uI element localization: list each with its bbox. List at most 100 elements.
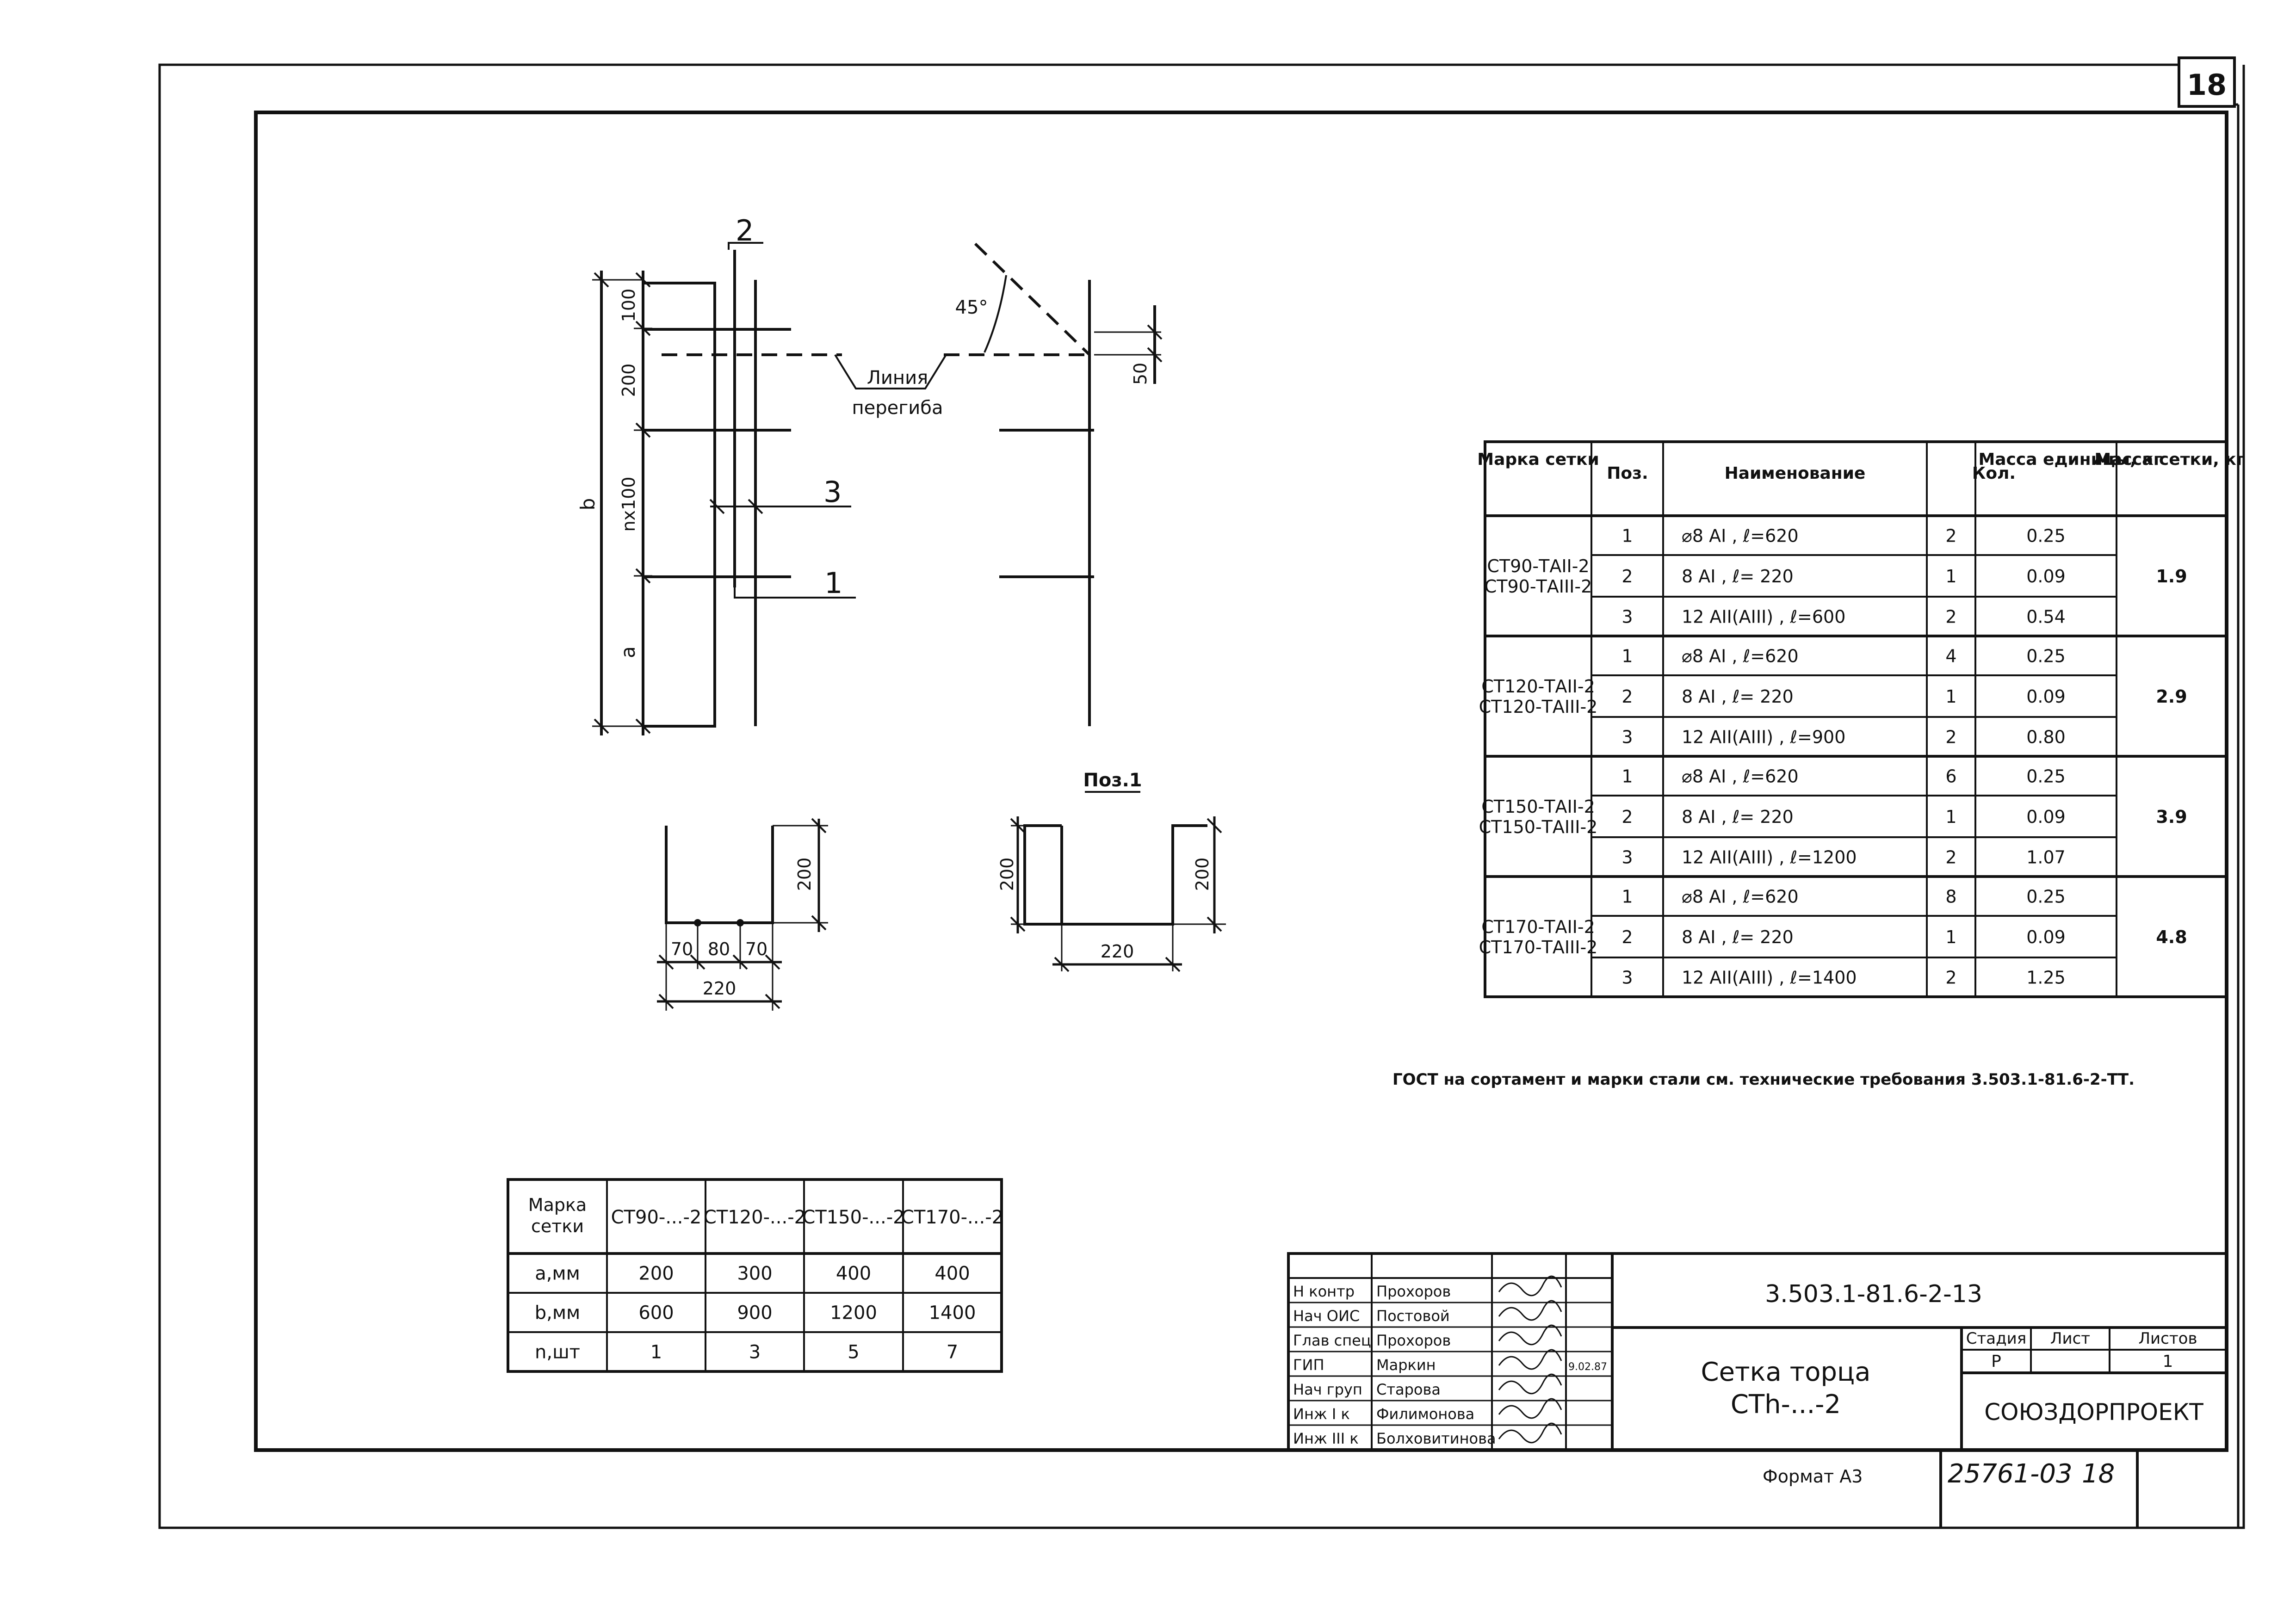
- param-header-mark: Марка: [528, 1195, 587, 1215]
- spec-pos: 3: [1621, 727, 1633, 747]
- spec-qty: 1: [1945, 686, 1956, 707]
- svg-text:a: a: [617, 646, 639, 658]
- signature-name: Прохоров: [1376, 1332, 1451, 1349]
- svg-text:80: 80: [708, 939, 730, 959]
- spec-qty: 8: [1945, 887, 1956, 907]
- handwritten-signature: [1498, 1398, 1562, 1419]
- spec-header-unit-mass: Масса единицы, кг: [1978, 450, 2162, 469]
- bottom-strip: [1939, 1450, 2139, 1528]
- spec-name: 8 AI , ℓ= 220: [1682, 566, 1794, 587]
- drawing-code: 3.503.1-81.6-2-13: [1765, 1280, 1982, 1308]
- format-label: Формат А3: [1763, 1466, 1863, 1487]
- spec-mark: СТ150-ТАIII-2: [1479, 817, 1598, 837]
- spec-name: ⌀8 AI , ℓ=620: [1682, 887, 1799, 907]
- spec-qty: 6: [1945, 766, 1956, 787]
- spec-unit-mass: 0.09: [2026, 807, 2066, 827]
- spec-unit-mass: 0.09: [2026, 927, 2066, 947]
- spec-unit-mass: 1.07: [2026, 847, 2066, 868]
- signature-name: Старова: [1376, 1381, 1441, 1398]
- spec-qty: 2: [1945, 847, 1956, 868]
- spec-name: 8 AI , ℓ= 220: [1682, 927, 1794, 947]
- param-cell: 200: [638, 1263, 674, 1284]
- signature-name: Прохоров: [1376, 1283, 1451, 1300]
- spec-unit-mass: 0.80: [2026, 727, 2066, 747]
- spec-pos: 3: [1621, 847, 1633, 868]
- signature-role: Н контр: [1293, 1283, 1355, 1300]
- signature-role: Глав спец: [1293, 1332, 1371, 1349]
- detail-left: [657, 818, 828, 1011]
- signature-name: Постовой: [1376, 1307, 1450, 1325]
- param-cell: 7: [947, 1342, 958, 1363]
- param-header-cell: СТ150-...-2: [802, 1207, 904, 1228]
- spec-qty: 2: [1945, 607, 1956, 627]
- svg-text:nx100: nx100: [619, 476, 639, 531]
- spec-header-pos: Поз.: [1607, 464, 1648, 483]
- svg-text:220: 220: [1101, 941, 1134, 962]
- spec-pos: 2: [1621, 807, 1633, 827]
- spec-name: 12 AII(AIII) , ℓ=1400: [1682, 968, 1857, 988]
- spec-pos: 2: [1621, 927, 1633, 947]
- param-cell: 300: [737, 1263, 772, 1284]
- spec-pos: 1: [1621, 646, 1633, 667]
- spec-qty: 1: [1945, 927, 1956, 947]
- svg-text:70: 70: [745, 939, 767, 959]
- drawing-subtitle: СТh-...-2: [1731, 1389, 1841, 1420]
- spec-mark: СТ170-ТАIII-2: [1479, 937, 1598, 957]
- param-cell: n,шт: [535, 1342, 580, 1363]
- param-header-cell: СТ90-...-2: [611, 1207, 702, 1228]
- svg-text:b: b: [576, 498, 599, 511]
- spec-mark: СТ170-ТАII-2: [1481, 917, 1595, 937]
- drawing-title: Сетка торца: [1701, 1357, 1871, 1387]
- spec-pos: 2: [1621, 566, 1633, 587]
- spec-name: ⌀8 AI , ℓ=620: [1682, 646, 1799, 667]
- archive-number: 25761-03: [1948, 1459, 2073, 1489]
- spec-unit-mass: 0.25: [2026, 646, 2066, 667]
- param-cell: 400: [934, 1263, 970, 1284]
- spec-table: Марка сетки Поз. Наименование Кол. Масса…: [1477, 440, 2245, 998]
- spec-qty: 4: [1945, 646, 1956, 667]
- svg-text:200: 200: [794, 858, 815, 891]
- detail-left-labels: 200 70 80 70 220: [671, 858, 815, 999]
- svg-text:70: 70: [671, 939, 693, 959]
- spec-mark: СТ150-ТАII-2: [1481, 797, 1595, 817]
- spec-name: 8 AI , ℓ= 220: [1682, 807, 1794, 827]
- organization-name: СОЮЗДОРПРОЕКТ: [1984, 1399, 2203, 1426]
- sheet-number: 18: [2187, 68, 2227, 102]
- handwritten-signature: [1498, 1373, 1562, 1395]
- spec-table-header: Марка сетки Поз. Наименование Кол. Масса…: [1477, 450, 2245, 483]
- svg-text:45°: 45°: [955, 297, 988, 318]
- handwritten-signature: [1498, 1324, 1562, 1346]
- spec-mark: СТ90-ТАIII-2: [1485, 576, 1592, 597]
- param-cell: 1200: [830, 1303, 877, 1324]
- param-header-cell: СТ120-...-2: [704, 1207, 806, 1228]
- elevation-labels: 100 200 nx100 a b 50 45° Линия перегиба …: [576, 214, 1151, 658]
- spec-unit-mass: 0.25: [2026, 526, 2066, 546]
- spec-mark: СТ120-ТАII-2: [1481, 676, 1595, 697]
- signature-role: ГИП: [1293, 1356, 1324, 1374]
- detail-pos1: [1010, 791, 1226, 972]
- spec-name: ⌀8 AI , ℓ=620: [1682, 526, 1799, 546]
- svg-text:100: 100: [619, 289, 639, 322]
- param-table-border: [507, 1178, 1003, 1373]
- spec-mesh-mass: 4.8: [2156, 927, 2187, 947]
- signature-name: Маркин: [1376, 1356, 1436, 1374]
- spec-pos: 3: [1621, 968, 1633, 988]
- signature-role: Инж I к: [1293, 1405, 1350, 1423]
- svg-text:Стадия: Стадия: [1966, 1329, 2026, 1348]
- spec-name: 12 AII(AIII) , ℓ=600: [1682, 607, 1845, 627]
- spec-qty: 2: [1945, 727, 1956, 747]
- handwritten-signature: [1498, 1422, 1562, 1444]
- svg-text:Лист: Лист: [2050, 1329, 2090, 1348]
- param-cell: 1: [650, 1342, 662, 1363]
- spec-name: 12 AII(AIII) , ℓ=900: [1682, 727, 1845, 747]
- spec-qty: 1: [1945, 807, 1956, 827]
- handwritten-signature: [1498, 1300, 1562, 1321]
- signature-role: Инж III к: [1293, 1430, 1359, 1447]
- spec-table-border: [1484, 440, 2228, 998]
- spec-mark: СТ120-ТАIII-2: [1479, 697, 1598, 717]
- spec-name: ⌀8 AI , ℓ=620: [1682, 766, 1799, 787]
- handwritten-signature: [1498, 1349, 1562, 1370]
